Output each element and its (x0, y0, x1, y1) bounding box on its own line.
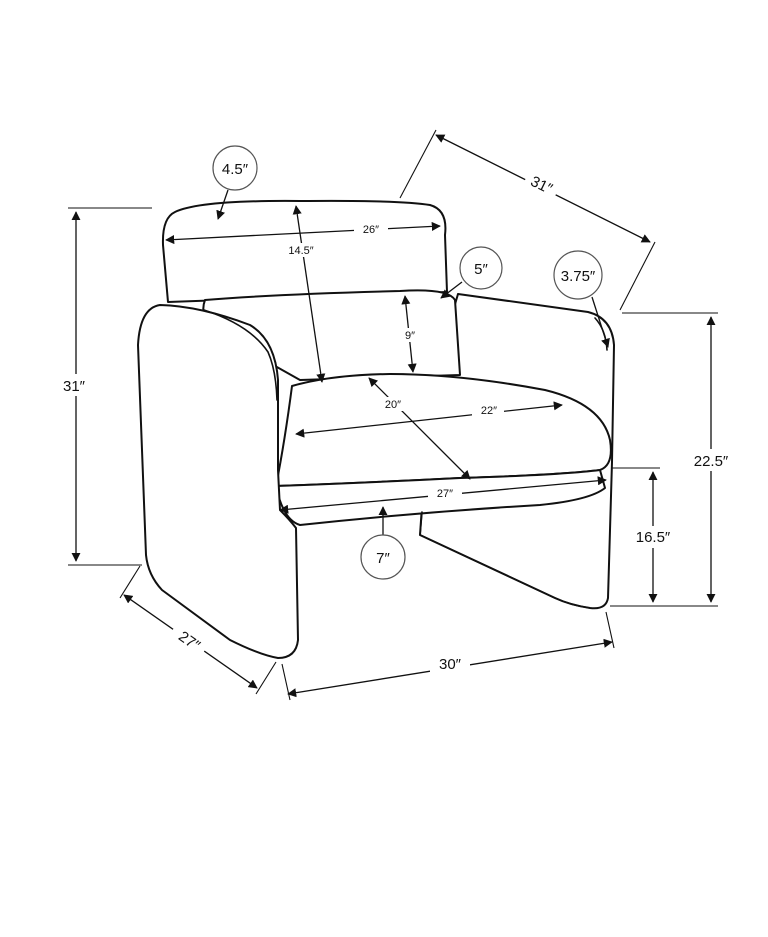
under-clearance-label: 7″ (376, 550, 390, 567)
backrest-depth-pointer (216, 189, 229, 220)
seat-width-label: 22″ (481, 405, 497, 417)
top-depth-label-bg (522, 167, 562, 201)
arm-width-label: 3.75″ (561, 268, 596, 285)
top-depth-extension-left (399, 129, 437, 199)
pillow-height-label-bg (401, 328, 419, 342)
back-width-label-bg (354, 222, 388, 236)
overall-height-label: 31″ (63, 378, 86, 395)
pillow-thickness-bubble (459, 246, 503, 290)
arm-height-label: 22.5″ (694, 453, 729, 470)
seat-height-label-bg (630, 526, 676, 548)
seat-depth-label: 20″ (385, 399, 401, 411)
seat-width-line (295, 401, 563, 438)
backrest-depth-label: 4.5″ (222, 161, 249, 178)
left-arm-inner-edge (203, 309, 278, 401)
front-seat-width-label-bg (428, 486, 462, 500)
pillow-thickness-label: 5″ (474, 261, 488, 278)
armchair-illustration (137, 199, 615, 659)
under-clearance-bubble (360, 534, 406, 580)
backrest-depth-bubble (212, 145, 258, 191)
back-width-label: 26″ (363, 224, 379, 236)
seat-height-label: 16.5″ (636, 529, 671, 546)
back-height-line (292, 205, 326, 383)
pillow-thickness-pointer (440, 281, 463, 299)
back-height-label-bg (282, 243, 320, 257)
left-arm (137, 304, 299, 659)
arm-height-label-bg (689, 449, 737, 471)
overall-width-label: 30″ (439, 656, 462, 673)
overall-depth-label-bg (167, 619, 212, 660)
arm-width-pointer (591, 296, 610, 348)
arm-width-bubble (553, 250, 603, 300)
overall-height-label-bg (54, 374, 94, 396)
width-extension-left (281, 663, 291, 701)
seat-width-label-bg (472, 403, 504, 417)
depth-extension-front (255, 661, 277, 695)
depth-extension-back (119, 565, 141, 599)
top-depth-extension-right (619, 241, 656, 311)
pillow-height-label: 9″ (405, 330, 415, 342)
right-leg-panel (419, 511, 591, 609)
back-height-label: 14.5″ (288, 245, 313, 257)
front-seat-width-label: 27″ (437, 488, 453, 500)
overall-width-label-bg (430, 652, 470, 674)
